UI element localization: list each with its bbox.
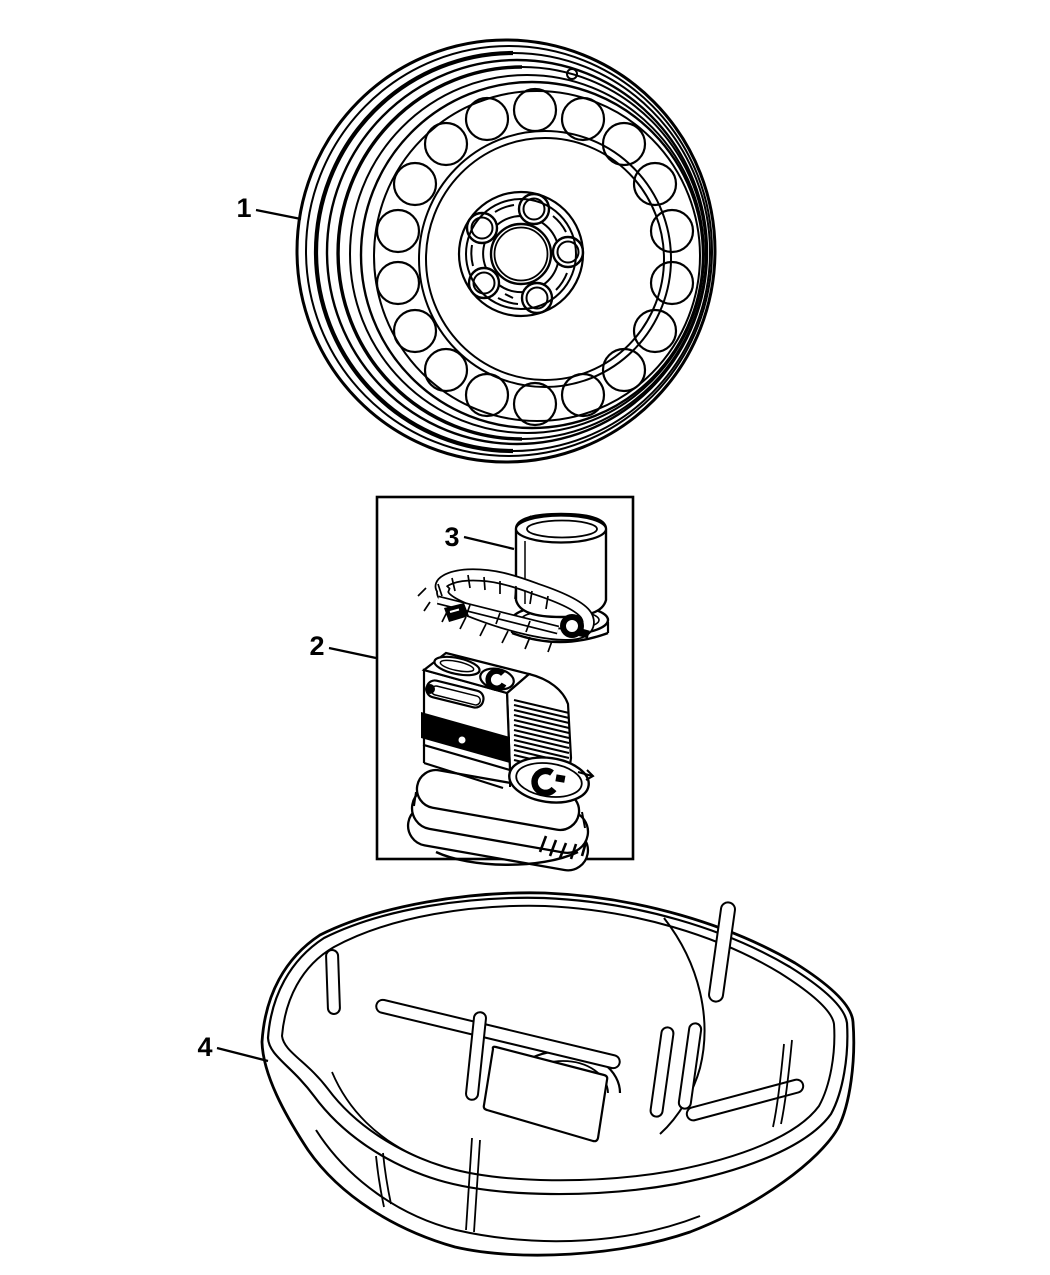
tray-bottom-inner-edge	[315, 1129, 701, 1243]
base-hatch-marks	[538, 835, 588, 860]
top-oval-recess	[433, 655, 481, 677]
callout-4: 4	[197, 1032, 269, 1063]
rim-barrel-shade-arc	[313, 50, 514, 454]
valve-stem-hole	[566, 68, 578, 80]
hose-end-connector	[560, 614, 584, 638]
callouts: 1 2 3 4	[197, 193, 515, 1063]
tray-rim-outer-lip	[266, 896, 849, 1196]
flow-arrow	[577, 769, 595, 781]
callout-2: 2	[309, 631, 377, 661]
callout-2-leader	[328, 646, 377, 660]
callout-1-leader	[255, 208, 302, 221]
callout-4-leader	[216, 1046, 269, 1063]
service-kit-box	[375, 495, 635, 872]
lug-bolt-holes	[465, 192, 585, 315]
compressor-drawing	[406, 651, 595, 872]
keyway-mark	[504, 293, 514, 299]
center-bore	[489, 222, 553, 286]
callout-4-label: 4	[197, 1032, 212, 1062]
label-band	[421, 712, 510, 763]
front-face-seams	[375, 1039, 793, 1233]
hub-assembly	[457, 190, 585, 318]
storage-tray-drawing	[260, 891, 856, 1257]
inflator-hose	[417, 568, 595, 653]
left-floor-curve	[331, 1071, 421, 1159]
base-slab-top	[415, 768, 581, 832]
hose-braid-ticks	[417, 574, 553, 653]
spare-wheel-drawing	[295, 38, 717, 464]
pocket-front-wall	[482, 1045, 609, 1143]
callout-3-label: 3	[444, 522, 459, 552]
pressure-gauge	[508, 756, 595, 804]
callout-1-label: 1	[236, 193, 251, 223]
right-wall-sweep	[659, 917, 706, 1135]
callout-3: 3	[444, 522, 515, 552]
callout-2-label: 2	[309, 631, 324, 661]
carry-slot	[425, 679, 485, 709]
rim-barrel-shade-arc2	[336, 65, 523, 441]
hose-fitting	[444, 603, 469, 622]
callout-1: 1	[236, 193, 302, 223]
callout-3-leader	[463, 535, 515, 551]
divider-walls	[325, 901, 805, 1143]
